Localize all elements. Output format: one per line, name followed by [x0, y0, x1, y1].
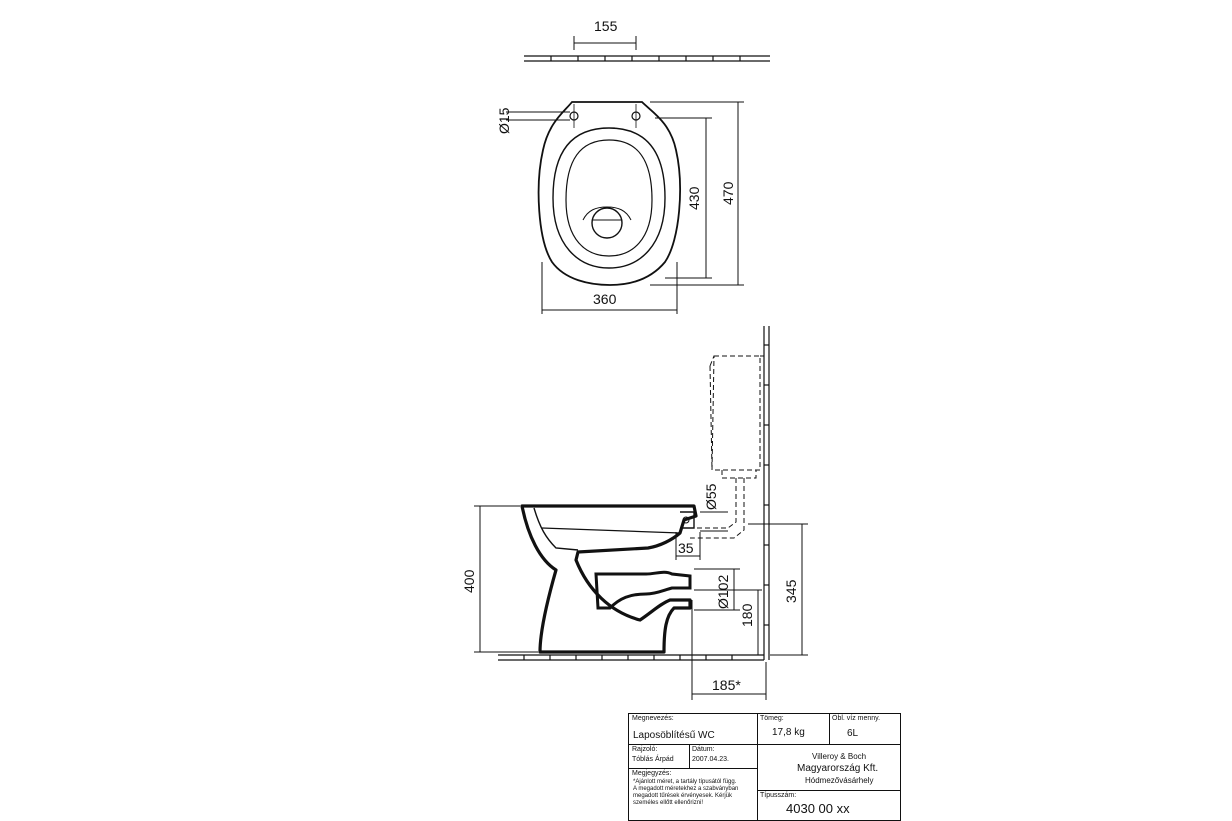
dim-outlet-height	[694, 589, 762, 655]
label-hole-diameter: Ø15	[496, 107, 512, 134]
tb-row-line-1	[629, 744, 757, 745]
label-offset: 35	[678, 540, 694, 556]
tb-company-line3: Hódmezővásárhely	[805, 776, 874, 785]
label-hole-spacing: 155	[594, 18, 618, 34]
tb-date-label: Dátum:	[692, 746, 715, 753]
label-wall-distance: 185*	[712, 677, 741, 693]
top-view	[506, 36, 770, 314]
tb-row-line-3	[757, 790, 901, 791]
bowl-inner-section	[533, 507, 579, 551]
dimension-labels: 155 Ø15 430 470 360 Ø55 35 Ø102 180 345 …	[461, 18, 799, 693]
tb-weight-value: 17,8 kg	[772, 727, 805, 738]
label-outlet-height: 180	[739, 603, 755, 627]
bowl-section	[520, 504, 698, 654]
tb-notes-label: Megjegyzés:	[632, 770, 672, 777]
dim-width	[541, 262, 678, 314]
dim-hole-spacing	[573, 36, 637, 50]
dim-wall-distance	[691, 600, 767, 700]
label-outlet-diameter: Ø102	[715, 575, 731, 609]
tb-row-line-1b	[757, 744, 901, 745]
dim-inlet-height	[748, 523, 808, 656]
dim-outlet-diameter-top	[700, 511, 728, 532]
tb-date-value: 2007.04.23.	[692, 756, 729, 763]
dim-inner-length	[655, 117, 712, 279]
bowl-rim-top	[552, 127, 666, 269]
tb-divider-main	[757, 714, 758, 821]
dim-outer-length	[650, 101, 744, 286]
tb-drawn-value: Tóblás Árpád	[632, 756, 674, 763]
tb-company-line1: Villeroy & Boch	[812, 752, 867, 761]
tb-name-label: Megnevezés:	[632, 715, 674, 722]
tb-water-label: Öbl. víz menny.	[832, 715, 881, 722]
dim-offset	[675, 532, 701, 560]
bowl-inner-top	[565, 139, 653, 257]
tb-row-line-2	[629, 768, 757, 769]
tb-notes-line2: A megadott méretekhez a szabványban	[633, 786, 739, 792]
label-inlet-height: 345	[783, 579, 799, 603]
drain-hole-top	[591, 207, 623, 239]
tb-notes-line1: *Ajánlott méret, a tartály típusától füg…	[633, 779, 737, 785]
dim-bowl-height	[474, 505, 538, 653]
label-bowl-height: 400	[461, 569, 477, 593]
top-wall-line	[524, 55, 770, 62]
trap-section	[594, 570, 692, 610]
dim-hole-diameter	[506, 111, 570, 121]
label-outer-length: 470	[720, 181, 736, 205]
tb-weight-label: Tömeg:	[760, 715, 784, 722]
title-block: Megnevezés: Laposöblítésű WC Tömeg: 17,8…	[628, 713, 901, 821]
tb-company-line2: Magyarország Kft.	[797, 763, 879, 774]
tb-divider-weight	[829, 714, 830, 744]
tb-notes-line4: személes ellőtt ellenőrizni!	[633, 800, 704, 806]
tb-drawn-label: Rajzoló:	[632, 746, 658, 753]
tb-notes-line3: megadott tűrések érvényesek. Kérjük	[633, 793, 733, 799]
cistern-dashed	[690, 355, 764, 539]
tb-divider-date	[689, 744, 690, 768]
tb-type-label: Típusszám:	[760, 792, 797, 799]
tb-water-value: 6L	[847, 728, 859, 739]
bowl-outline-top	[537, 101, 681, 286]
label-inner-length: 430	[686, 186, 702, 210]
tb-name-value: Laposöblítésű WC	[633, 730, 715, 741]
label-width: 360	[593, 291, 617, 307]
tb-type-value: 4030 00 xx	[786, 801, 850, 816]
side-wall	[763, 326, 770, 660]
label-outlet-diameter-top: Ø55	[703, 483, 719, 510]
side-view	[474, 326, 808, 700]
side-floor	[498, 654, 764, 661]
